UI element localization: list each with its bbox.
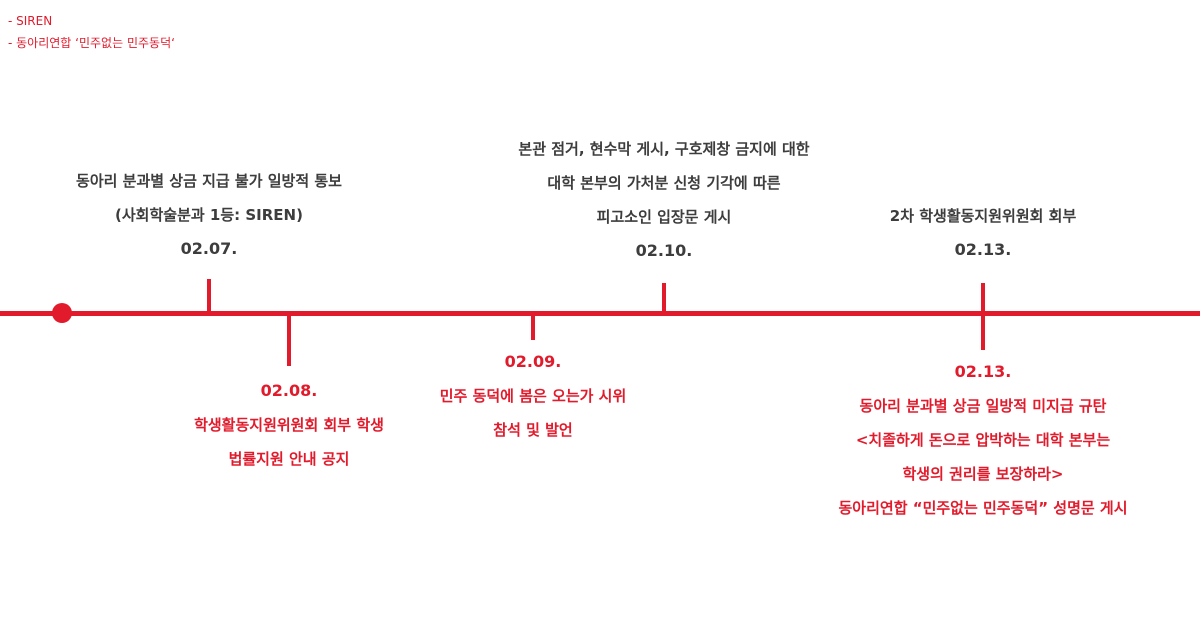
- event-0213-above-date: 02.13.: [954, 240, 1012, 259]
- legend-item-club-union: - 동아리연합 ‘민주없는 민주동덕‘: [8, 36, 175, 50]
- event-0210-line-1: 본관 점거, 현수막 게시, 구호제창 금지에 대한: [518, 140, 810, 158]
- event-0213-below-line-3: 학생의 권리를 보장하라>: [902, 465, 1064, 483]
- event-0210-line-2: 대학 본부의 가처분 신청 기각에 따른: [547, 174, 781, 192]
- event-0213-below-line-1: 동아리 분과별 상금 일방적 미지급 규탄: [859, 397, 1107, 415]
- event-0209-line-1: 민주 동덕에 봄은 오는가 시위: [439, 387, 627, 405]
- event-0213-above: 2차 학생활동지원위원회 회부 02.13.: [890, 199, 1076, 267]
- event-0209-line-2: 참석 및 발언: [493, 421, 573, 439]
- tick-0209: [531, 314, 535, 340]
- event-0209: 02.09. 민주 동덕에 봄은 오는가 시위 참석 및 발언: [440, 345, 627, 447]
- event-0210: 본관 점거, 현수막 게시, 구호제창 금지에 대한 대학 본부의 가처분 신청…: [518, 132, 809, 268]
- event-0208-date: 02.08.: [260, 381, 318, 400]
- tick-0213-above: [981, 283, 985, 312]
- event-0213-below-line-2: <치졸하게 돈으로 압박하는 대학 본부는: [855, 431, 1111, 449]
- event-0213-below: 02.13. 동아리 분과별 상금 일방적 미지급 규탄 <치졸하게 돈으로 압…: [838, 355, 1127, 525]
- event-0213-above-line-1: 2차 학생활동지원위원회 회부: [889, 207, 1077, 225]
- timeline-axis: [0, 311, 1200, 316]
- tick-0208: [287, 314, 291, 366]
- event-0210-date: 02.10.: [635, 241, 693, 260]
- event-0207: 동아리 분과별 상금 지급 불가 일방적 통보 (사회학술분과 1등: SIRE…: [76, 164, 342, 266]
- event-0207-line-2: (사회학술분과 1등: SIREN): [115, 206, 303, 224]
- tick-0213-below: [981, 314, 985, 350]
- event-0209-date: 02.09.: [504, 352, 562, 371]
- tick-0210: [662, 283, 666, 312]
- event-0208-line-2: 법률지원 안내 공지: [228, 450, 350, 468]
- tick-0207: [207, 279, 211, 312]
- event-0210-line-3: 피고소인 입장문 게시: [596, 208, 732, 226]
- legend-item-siren: - SIREN: [8, 14, 53, 28]
- event-0208-line-1: 학생활동지원위원회 회부 학생: [194, 416, 384, 434]
- event-0213-below-date: 02.13.: [954, 362, 1012, 381]
- event-0213-below-line-4: 동아리연합 “민주없는 민주동덕” 성명문 게시: [838, 499, 1128, 517]
- event-0207-line-1: 동아리 분과별 상금 지급 불가 일방적 통보: [76, 172, 342, 190]
- event-0207-date: 02.07.: [180, 239, 238, 258]
- event-0208: 02.08. 학생활동지원위원회 회부 학생 법률지원 안내 공지: [194, 374, 384, 476]
- timeline-start-dot: [52, 303, 72, 323]
- legend: - SIREN - 동아리연합 ‘민주없는 민주동덕‘: [8, 10, 175, 54]
